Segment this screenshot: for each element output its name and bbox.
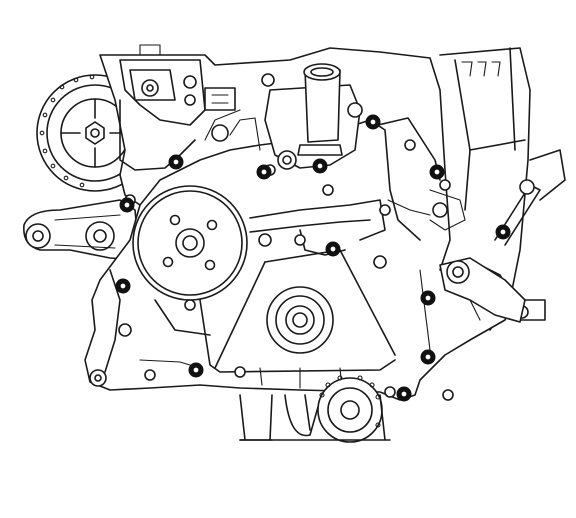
engine-front-cover (84, 47, 516, 401)
highlighted-bolt (115, 278, 131, 294)
highlighted-bolt (256, 164, 272, 180)
highlighted-bolt (119, 197, 135, 213)
highlighted-bolt (420, 349, 436, 365)
lower-timing-chain-sprocket (239, 375, 391, 443)
highlighted-bolt (396, 386, 412, 402)
highlighted-bolt (429, 164, 445, 180)
highlighted-bolt (325, 241, 341, 257)
right-tensioner-bracket (439, 179, 541, 323)
water-pump-pulley (132, 185, 248, 301)
highlighted-bolt (365, 114, 381, 130)
left-mounting-bracket (23, 199, 141, 261)
thermostat-housing (261, 63, 363, 170)
highlighted-bolts (115, 114, 511, 402)
highlighted-bolt (188, 362, 204, 378)
highlighted-bolt (420, 290, 436, 306)
crankshaft-pulley-hub (266, 286, 334, 354)
upper-bracket (119, 44, 236, 126)
highlighted-bolt (312, 158, 328, 174)
highlighted-bolt (495, 224, 511, 240)
highlighted-bolt (168, 154, 184, 170)
